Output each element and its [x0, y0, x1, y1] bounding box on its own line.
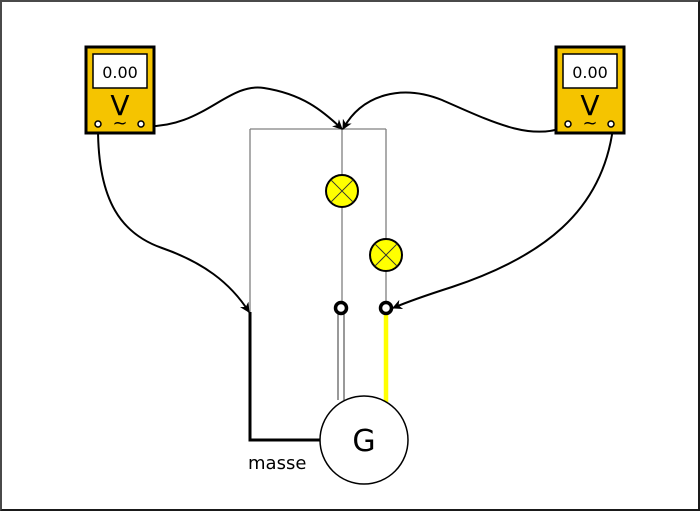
- voltmeter-right-terminal-com[interactable]: [564, 120, 572, 128]
- probe-left-to-ground[interactable]: [97, 127, 250, 313]
- terminal-middle[interactable]: [333, 300, 349, 316]
- lamp-1: [325, 174, 359, 208]
- voltmeter-right-unit: V: [580, 89, 599, 122]
- wire-ground: [248, 312, 322, 442]
- circuit-wires: [249, 128, 387, 312]
- probe-right-to-junction[interactable]: [342, 91, 568, 133]
- voltmeter-left-unit: V: [110, 89, 129, 122]
- probe-right-to-terminal[interactable]: [392, 127, 614, 310]
- voltmeter-right-terminal-v[interactable]: [607, 120, 615, 128]
- probe-left-to-junction[interactable]: [141, 86, 343, 130]
- voltmeter-right-display: 0.00: [572, 63, 608, 82]
- voltmeter-left-display: 0.00: [102, 63, 138, 82]
- voltmeter-left-terminal-com[interactable]: [94, 120, 102, 128]
- ac-symbol-icon: ~: [582, 113, 597, 134]
- terminal-right[interactable]: [378, 300, 394, 316]
- voltmeter-right[interactable]: 0.00 V ~: [554, 45, 626, 135]
- wire-double-to-generator: [337, 314, 345, 400]
- generator[interactable]: G: [319, 395, 409, 485]
- lamp-2: [369, 238, 403, 272]
- voltmeter-left[interactable]: 0.00 V ~: [84, 45, 156, 135]
- generator-label: G: [352, 424, 375, 459]
- ground-label: masse: [248, 453, 306, 474]
- ac-symbol-icon: ~: [112, 113, 127, 134]
- probe-wires: [97, 86, 614, 313]
- voltmeter-left-terminal-v[interactable]: [137, 120, 145, 128]
